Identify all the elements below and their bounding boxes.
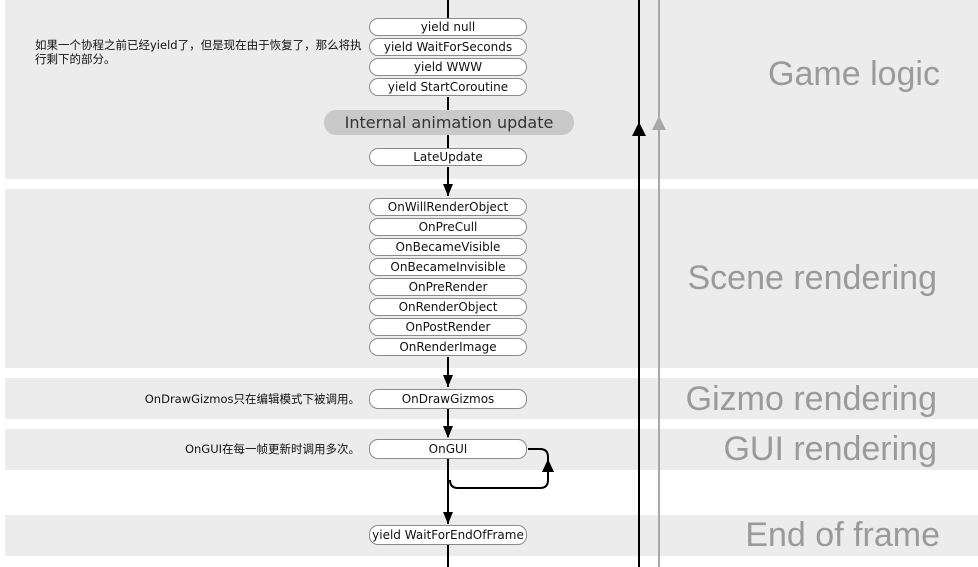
node-yield-www: yield WWW xyxy=(369,58,527,76)
node-ongui: OnGUI xyxy=(369,439,527,459)
internal-animation-update: Internal animation update xyxy=(324,110,574,135)
section-title-gui-rendering: GUI rendering xyxy=(723,430,937,468)
node-onwillrenderobject: OnWillRenderObject xyxy=(369,198,527,216)
section-title-end-of-frame: End of frame xyxy=(745,516,940,554)
node-yield-waitforseconds: yield WaitForSeconds xyxy=(369,38,527,56)
section-title-gizmo-rendering: Gizmo rendering xyxy=(685,380,937,418)
node-onpostrender: OnPostRender xyxy=(369,318,527,336)
gizmo-note: OnDrawGizmos只在编辑模式下被调用。 xyxy=(144,392,360,406)
node-onbecamevisible: OnBecameVisible xyxy=(369,238,527,256)
coroutine-note: 如果一个协程之前已经yield了，但是现在由于恢复了，那么将执行剩下的部分。 xyxy=(35,38,362,66)
node-onprerender: OnPreRender xyxy=(369,278,527,296)
ongui-loop xyxy=(449,448,549,489)
node-onrenderobject: OnRenderObject xyxy=(369,298,527,316)
node-onprecull: OnPreCull xyxy=(369,218,527,236)
gui-note: OnGUI在每一帧更新时调用多次。 xyxy=(184,442,360,456)
section-title-game-logic: Game logic xyxy=(768,55,940,93)
node-onbecameinvisible: OnBecameInvisible xyxy=(369,258,527,276)
loop-arrowhead xyxy=(542,459,554,472)
node-ondrawgizmos: OnDrawGizmos xyxy=(369,389,527,409)
node-lateupdate: LateUpdate xyxy=(369,148,527,166)
node-yield-waitforendofframe: yield WaitForEndOfFrame xyxy=(369,525,527,545)
section-title-scene-rendering: Scene rendering xyxy=(687,259,937,297)
node-yield-null: yield null xyxy=(369,18,527,36)
node-yield-startcoroutine: yield StartCoroutine xyxy=(369,78,527,96)
node-onrenderimage: OnRenderImage xyxy=(369,338,527,356)
